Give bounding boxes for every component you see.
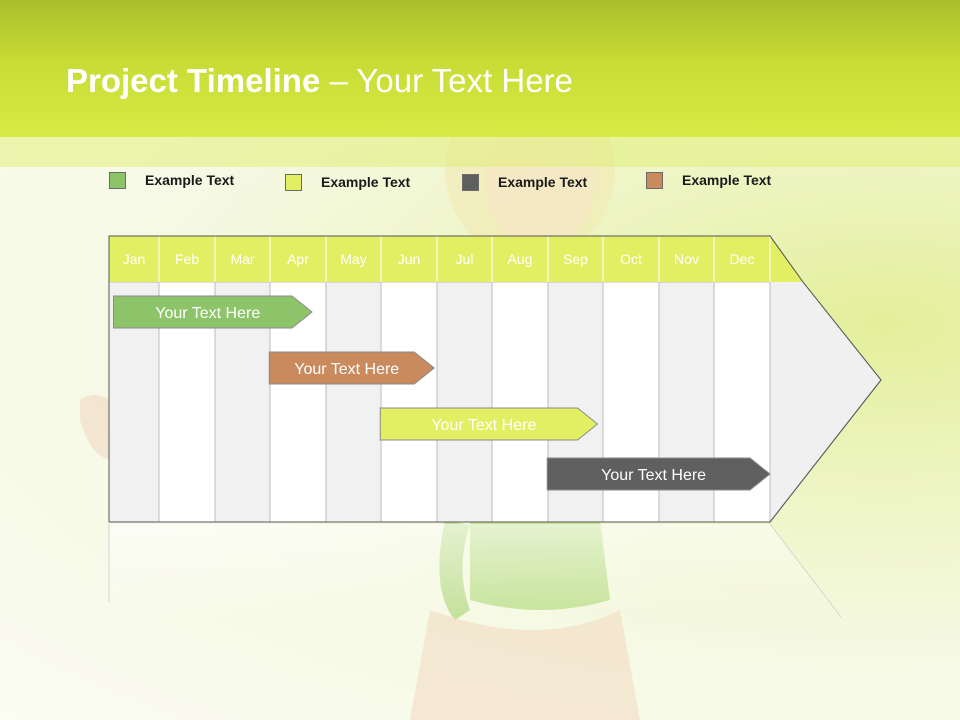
timeline-bar-2	[268, 351, 436, 385]
month-label-sep: Sep	[563, 251, 588, 267]
month-label-jun: Jun	[398, 251, 421, 267]
legend-swatch-1	[109, 171, 126, 189]
legend-label-4: Example Text	[682, 172, 772, 188]
header-band	[0, 0, 960, 137]
legend-swatch-4	[646, 171, 663, 189]
month-label-aug: Aug	[508, 251, 533, 267]
month-label-nov: Nov	[674, 251, 699, 267]
title-bold: Project Timeline	[66, 62, 321, 99]
legend-item-3: Example Text	[462, 172, 587, 192]
timeline-bar-4	[546, 457, 771, 491]
timeline-bar-3	[379, 407, 599, 441]
timeline-bar-label-1: Your Text Here	[155, 305, 260, 322]
month-column-jun	[380, 281, 438, 523]
month-column-jul	[436, 281, 493, 523]
month-column-may	[325, 281, 382, 523]
legend-item-2: Example Text	[285, 172, 410, 192]
month-column-aug	[491, 281, 549, 523]
header-strip	[0, 137, 960, 167]
legend-label-3: Example Text	[498, 174, 588, 190]
timeline-bar-label-4: Your Text Here	[601, 467, 706, 484]
legend-label-2: Example Text	[321, 174, 411, 190]
month-label-oct: Oct	[620, 251, 642, 267]
legend-swatch-2	[285, 173, 302, 191]
legend-swatch-3	[462, 173, 479, 191]
month-label-mar: Mar	[230, 251, 254, 267]
month-label-feb: Feb	[175, 251, 199, 267]
reflection-edge-right	[769, 523, 842, 618]
title-rest: – Your Text Here	[320, 62, 573, 99]
page-title: Project Timeline – Your Text Here	[66, 62, 573, 100]
month-label-dec: Dec	[730, 251, 755, 267]
timeline-outline	[108, 235, 882, 523]
month-label-jul: Jul	[456, 251, 474, 267]
month-label-jan: Jan	[123, 251, 146, 267]
legend-label-1: Example Text	[145, 172, 235, 188]
legend-item-1: Example Text	[109, 170, 234, 190]
timeline-reflection	[109, 524, 841, 617]
timeline-bar-1	[113, 295, 313, 329]
timeline-bar-label-3: Your Text Here	[431, 417, 536, 434]
month-label-may: May	[340, 251, 366, 267]
legend-item-4: Example Text	[646, 170, 771, 190]
month-label-apr: Apr	[287, 251, 309, 267]
month-header-row	[109, 236, 803, 282]
timeline-bar-label-2: Your Text Here	[294, 361, 399, 378]
